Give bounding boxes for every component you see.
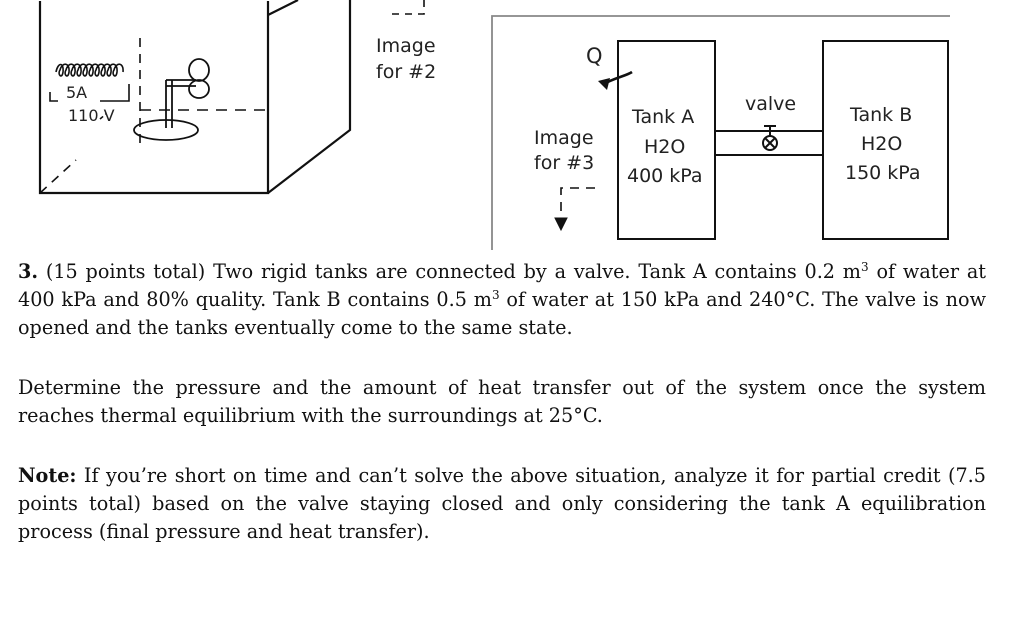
tank-b-fluid: H2O [861, 133, 903, 155]
statement-part2: of water at 400 kPa and 80% quality. Tan… [18, 260, 986, 311]
superscript-cubed: 3 [491, 288, 500, 302]
insulated-box-figure [38, 0, 425, 195]
resistor-coil [49, 63, 130, 120]
problem-note: Note: If you’re short on time and can’t … [18, 462, 986, 546]
caption-image2-line2: for #2 [376, 61, 437, 83]
tank-b-outline [822, 40, 949, 240]
caption-image3-line1: Image [534, 127, 594, 149]
problem-figures [38, 0, 950, 250]
statement-part1: Two rigid tanks are connected by a valve… [213, 260, 862, 283]
note-text: If you’re short on time and can’t solve … [18, 464, 986, 543]
tanks-figure [491, 15, 950, 250]
voltage-label: 110 V [68, 106, 115, 125]
problem-question: Determine the pressure and the amount of… [18, 376, 986, 427]
tank-b-pressure: 150 kPa [845, 162, 921, 184]
tank-a-name: Tank A [632, 106, 695, 128]
valve-label: valve [745, 93, 797, 115]
tank-a-outline [617, 40, 716, 240]
caption-image2-line1: Image [376, 35, 436, 57]
problem-number: 3. [18, 260, 39, 283]
superscript-cubed: 3 [861, 260, 869, 274]
fan-stirrer [133, 58, 210, 141]
current-label: 5A [66, 83, 88, 102]
heat-q-label: Q [586, 44, 603, 68]
tank-a-pressure: 400 kPa [627, 165, 703, 187]
problem-points: (15 points total) [45, 260, 206, 283]
problem-text: 3. (15 points total) Two rigid tanks are… [18, 258, 986, 546]
dashed-arrow [560, 187, 595, 220]
problem-statement: 3. (15 points total) Two rigid tanks are… [18, 258, 986, 342]
caption-image3-line2: for #3 [534, 152, 595, 174]
note-label: Note: [18, 464, 77, 487]
statement-part3: of water at 150 kPa and 240°C. The valve… [18, 288, 987, 339]
tank-b-name: Tank B [850, 104, 913, 126]
tank-a-fluid: H2O [644, 136, 686, 158]
